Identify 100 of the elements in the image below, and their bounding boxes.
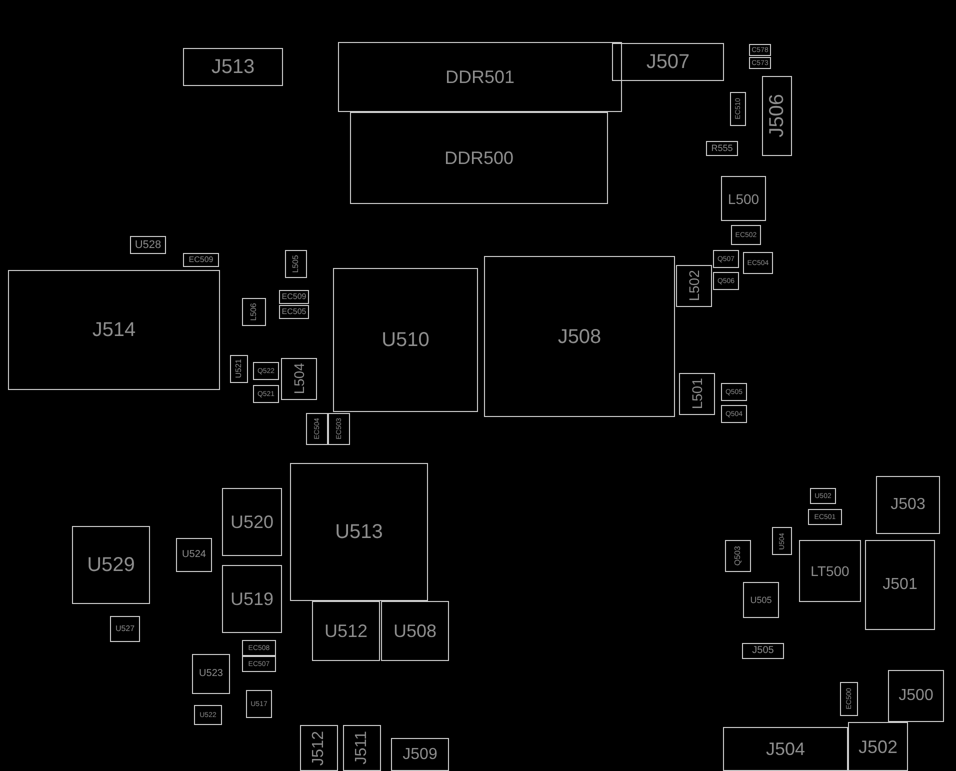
connector-footprint: [612, 43, 724, 81]
component-designator: U524: [182, 550, 206, 560]
component-designator: U528: [134, 240, 162, 250]
component-designator: R555: [711, 144, 733, 153]
component-designator: J501: [882, 577, 918, 593]
inductor-footprint: [721, 176, 766, 221]
component-designator: L500: [728, 192, 760, 206]
socket-footprint: [484, 256, 675, 417]
component-designator: DDR501: [445, 68, 515, 86]
inductor-footprint: [679, 373, 715, 415]
component-designator: U527: [115, 625, 135, 633]
capacitor-footprint: [306, 413, 328, 445]
component-designator: EC509: [282, 293, 306, 301]
component-designator: U519: [230, 590, 274, 608]
chip-footprint: [230, 355, 248, 383]
component-designator: L505: [292, 255, 300, 273]
chip-footprint: [290, 463, 428, 601]
chip-footprint: [222, 565, 282, 633]
component-designator: LT500: [810, 564, 850, 578]
capacitor-footprint: [279, 305, 309, 319]
transistor-footprint: [721, 383, 747, 401]
component-designator: L506: [250, 303, 258, 321]
chip-footprint: [381, 601, 449, 661]
component-designator: J511: [354, 731, 370, 765]
component-designator: DDR500: [444, 149, 514, 167]
connector-footprint: [183, 48, 283, 86]
component-designator: J512: [311, 730, 327, 766]
capacitor-footprint: [731, 225, 761, 245]
connector-footprint: [888, 670, 944, 722]
component-designator: EC505: [282, 308, 306, 316]
transistor-footprint: [713, 272, 739, 290]
inductor-footprint: [676, 265, 712, 307]
component-designator: J503: [890, 497, 926, 513]
component-designator: U520: [230, 513, 274, 531]
component-designator: L502: [687, 270, 701, 302]
inductor-footprint: [242, 298, 266, 326]
chip-footprint: [110, 616, 140, 642]
component-designator: J505: [752, 646, 774, 656]
chip-footprint: [72, 526, 150, 604]
inductor-footprint: [281, 358, 317, 400]
capacitor-footprint: [730, 92, 746, 126]
capacitor-footprint: [183, 253, 219, 267]
component-designator: J508: [558, 326, 602, 346]
component-designator: J513: [211, 57, 255, 77]
capacitor-footprint: [328, 413, 350, 445]
capacitor-footprint: [749, 57, 771, 69]
chip-footprint: [194, 705, 222, 725]
component-designator: J514: [92, 320, 136, 340]
connector-footprint: [742, 643, 784, 659]
capacitor-footprint: [840, 682, 858, 716]
connector-footprint: [391, 738, 449, 771]
component-designator: U513: [335, 522, 383, 542]
transistor-footprint: [725, 540, 751, 572]
component-designator: U523: [199, 669, 223, 679]
chip-footprint: [246, 690, 272, 718]
transistor-footprint: [721, 405, 747, 423]
capacitor-footprint: [743, 252, 773, 274]
component-designator: J506: [767, 94, 787, 138]
capacitor-footprint: [808, 509, 842, 525]
chip-footprint: [799, 540, 861, 602]
connector-footprint: [723, 727, 848, 771]
memory-slot-footprint: [338, 42, 622, 112]
capacitor-footprint: [749, 44, 771, 56]
chip-footprint: [192, 654, 230, 694]
connector-footprint: [300, 725, 338, 771]
chip-footprint: [772, 527, 792, 555]
connector-footprint: [8, 270, 220, 390]
connector-footprint: [848, 722, 908, 771]
inductor-footprint: [285, 250, 307, 278]
resistor-footprint: [706, 141, 738, 156]
capacitor-footprint: [279, 290, 309, 304]
connector-footprint: [865, 540, 935, 630]
chip-footprint: [176, 538, 212, 572]
component-designator: J502: [858, 738, 898, 756]
component-designator: U529: [87, 555, 135, 575]
transistor-footprint: [713, 250, 739, 268]
capacitor-footprint: [242, 640, 276, 656]
chip-footprint: [130, 236, 166, 254]
component-designator: J507: [646, 52, 690, 72]
chip-footprint: [312, 601, 380, 661]
component-designator: L504: [292, 363, 306, 395]
connector-footprint: [343, 725, 381, 771]
component-designator: J500: [898, 688, 934, 704]
transistor-footprint: [253, 362, 279, 380]
component-designator: J509: [402, 746, 438, 762]
component-designator: J504: [766, 740, 806, 758]
chip-footprint: [333, 268, 478, 412]
component-designator: U521: [235, 359, 243, 379]
component-designator: Q503: [734, 546, 742, 566]
chip-footprint: [810, 488, 836, 504]
chip-footprint: [743, 582, 779, 618]
transistor-footprint: [253, 385, 279, 403]
component-designator: U510: [382, 330, 430, 350]
component-designator: U512: [324, 622, 368, 640]
connector-footprint: [762, 76, 792, 156]
chip-footprint: [222, 488, 282, 556]
connector-footprint: [876, 476, 940, 534]
component-designator: EC509: [188, 256, 214, 264]
component-designator: L501: [690, 378, 704, 410]
component-designator: U508: [393, 622, 437, 640]
